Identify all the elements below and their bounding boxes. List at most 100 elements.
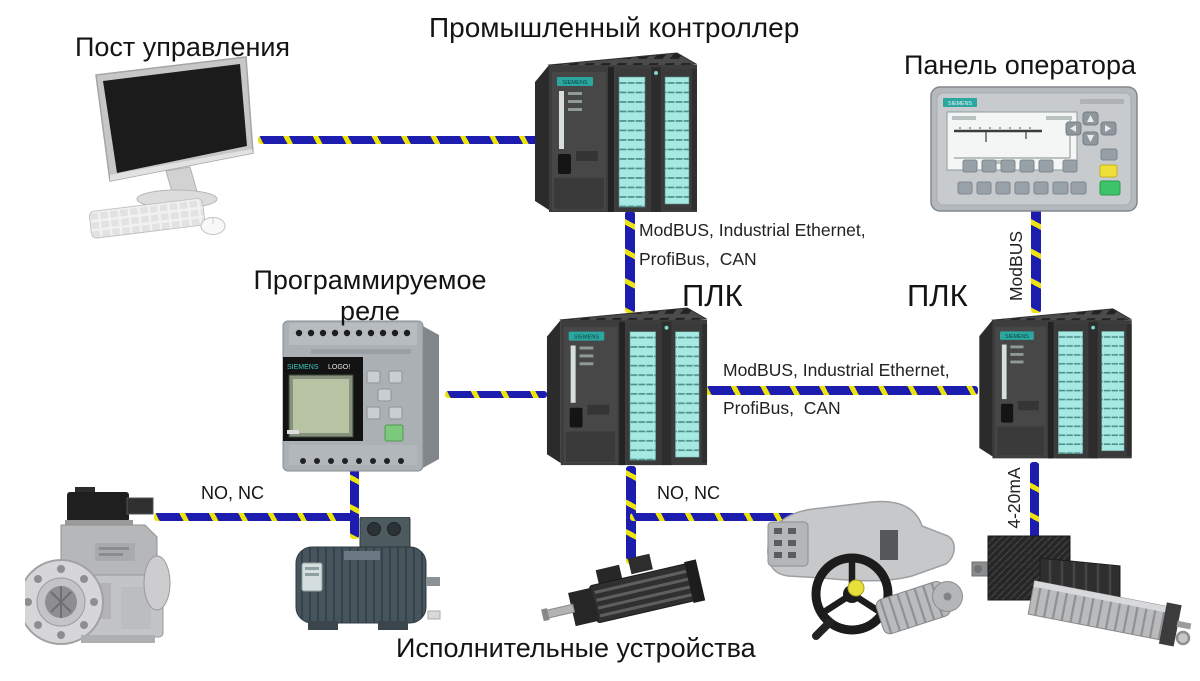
plc-connector-column bbox=[1088, 321, 1098, 459]
hmi-function-keys-row1 bbox=[962, 159, 1078, 173]
plc-io-labels-2 bbox=[664, 76, 690, 205]
actuator-rib bbox=[596, 577, 691, 602]
valve-nameplate bbox=[95, 543, 135, 561]
label-plc-center: ПЛК bbox=[682, 278, 743, 313]
plc-port bbox=[1017, 400, 1039, 411]
plc-io-labels-2 bbox=[675, 331, 700, 458]
plc-label-dash bbox=[568, 108, 582, 111]
label-programmable-relay: Программируемое реле bbox=[235, 265, 505, 327]
plc-io-labels-1 bbox=[1058, 331, 1084, 454]
siemens-badge bbox=[1000, 331, 1034, 340]
plc-side-face bbox=[535, 65, 549, 210]
label-modbus-vertical: ModBUS bbox=[1006, 230, 1026, 302]
actuator-connector-nut bbox=[974, 565, 982, 573]
label-programmable-relay-line2: реле bbox=[340, 296, 400, 327]
actuator-rod-eye bbox=[1175, 630, 1191, 646]
motor-label-dash bbox=[305, 573, 319, 576]
plc-right-device: SIEMENS bbox=[979, 308, 1133, 459]
handwheel-yellow-knob bbox=[847, 579, 865, 597]
siemens-badge bbox=[568, 331, 605, 341]
label-actuators-group: Исполнительные устройства bbox=[396, 633, 756, 663]
motor-nameplate-top bbox=[344, 551, 380, 560]
plc-led-strip bbox=[570, 345, 576, 403]
cable-plc-right-to-actuator bbox=[1030, 462, 1039, 547]
actuator-label bbox=[880, 530, 898, 560]
siemens-badge-text: SIEMENS bbox=[562, 80, 587, 86]
cable-plc-center-to-plc-right bbox=[706, 386, 978, 395]
plc-module-gap bbox=[619, 321, 626, 466]
plc-io-labels-1 bbox=[618, 76, 646, 208]
motor-terminal-box bbox=[359, 517, 411, 552]
keyboard bbox=[88, 197, 206, 239]
plc-connector-column bbox=[661, 321, 672, 466]
valve-coil-band bbox=[65, 520, 133, 526]
plc-label-dash bbox=[1010, 360, 1024, 364]
actuator-end-cap bbox=[1158, 602, 1182, 647]
cable-relay-to-plc-center bbox=[445, 391, 547, 398]
siemens-badge-text: SIEMENS bbox=[948, 101, 973, 107]
label-no-nc-center: NO, NC bbox=[657, 483, 720, 503]
hmi-key-green bbox=[1099, 180, 1121, 196]
valve-actuator-handwheel-device bbox=[767, 500, 963, 640]
motor-shaft bbox=[426, 577, 440, 586]
plc-side-face bbox=[546, 319, 561, 464]
plc-label-dash bbox=[579, 354, 594, 358]
plc-label-dash bbox=[579, 362, 594, 366]
relay-panel-mark bbox=[287, 430, 299, 434]
label-4-20ma-vertical: 4-20mA bbox=[1004, 467, 1024, 529]
hmi-chart-drops bbox=[985, 132, 1027, 142]
relay-label-band bbox=[311, 349, 411, 354]
motor-gland bbox=[367, 522, 381, 536]
hmi-key-yellow bbox=[1099, 164, 1118, 178]
hmi-function-keys-row2 bbox=[957, 181, 1087, 195]
plc-module-gap bbox=[608, 67, 614, 212]
operator-panel-device: SIEMENS bbox=[930, 86, 1138, 212]
relay-siemens-text: SIEMENS bbox=[287, 364, 319, 371]
valve-coil bbox=[67, 492, 129, 522]
label-bus-top-line2: ProfiBus, CAN bbox=[639, 249, 757, 269]
programmable-relay-device: SIEMENS LOGO! bbox=[282, 320, 439, 472]
plc-front-door bbox=[554, 178, 604, 209]
linear-actuator-center-device bbox=[541, 553, 706, 627]
label-bus-top-line1: ModBUS, Industrial Ethernet, bbox=[639, 220, 866, 240]
plc-io-labels-2 bbox=[1101, 331, 1125, 452]
plc-io-labels-1 bbox=[629, 331, 656, 461]
plc-label-dash bbox=[1010, 353, 1024, 356]
label-programmable-relay-line1: Программируемое bbox=[253, 265, 487, 295]
valve-connector bbox=[126, 497, 154, 515]
label-bus-mid-line1: ModBUS, Industrial Ethernet, bbox=[723, 360, 950, 380]
relay-terminal-screws-top bbox=[295, 329, 411, 337]
handwheel bbox=[811, 553, 893, 635]
plc-label-dash bbox=[579, 346, 594, 350]
actuator-assembly bbox=[541, 553, 706, 627]
actuator-connection-dots bbox=[774, 528, 796, 558]
motor-label-dash bbox=[305, 567, 319, 570]
plc-connector-dot bbox=[654, 71, 658, 75]
actuator-rail-highlight bbox=[1033, 580, 1173, 614]
valve-nameplate-dash bbox=[99, 547, 129, 550]
valve-base bbox=[81, 635, 155, 643]
cable-junction-to-valve-actuator bbox=[630, 513, 802, 521]
valve-flange-bolts bbox=[25, 565, 98, 639]
label-plc-right: ПЛК bbox=[907, 278, 968, 313]
label-industrial-controller: Промышленный контроллер bbox=[429, 12, 800, 43]
label-operator-panel: Панель оператора bbox=[904, 50, 1136, 80]
mouse bbox=[200, 217, 226, 235]
hmi-key bbox=[1100, 148, 1118, 161]
actuator-housing bbox=[767, 500, 955, 582]
plc-label-dash bbox=[1010, 345, 1024, 349]
relay-green-button bbox=[384, 424, 404, 442]
plc-mode-switch bbox=[1000, 403, 1014, 423]
label-control-post: Пост управления bbox=[75, 32, 291, 62]
actuator-motor-cylinder bbox=[875, 581, 963, 635]
relay-side-face bbox=[421, 325, 439, 469]
actuator-rib bbox=[599, 592, 694, 618]
actuator-rod-tip bbox=[541, 608, 550, 622]
hmi-arrow-keys bbox=[1065, 111, 1117, 146]
hmi-screen-text bbox=[952, 116, 976, 120]
cable-panel-to-plc-right bbox=[1031, 209, 1041, 313]
actuator-rail-assembly bbox=[1027, 580, 1192, 647]
relay-terminal-screws-bottom bbox=[300, 458, 404, 464]
plc-connector-dot bbox=[664, 325, 669, 330]
